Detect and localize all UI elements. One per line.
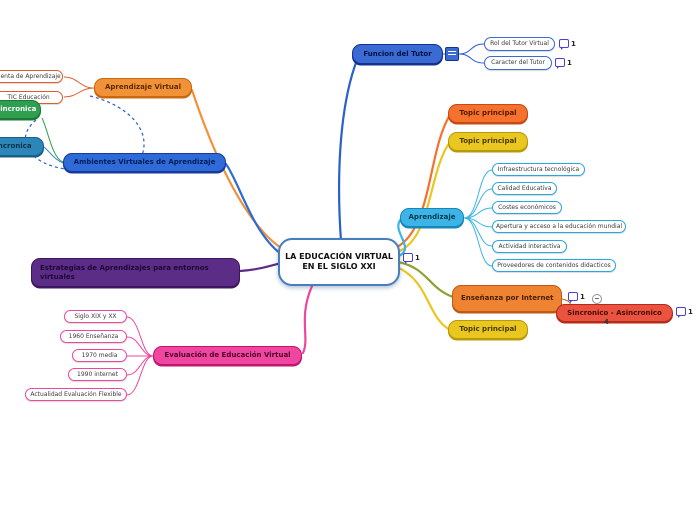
topic-asincronica[interactable]: Asincronica	[0, 100, 41, 119]
subtopic-apertura-acceso[interactable]: Apertura y acceso a la educación mundial	[492, 220, 626, 233]
topic-principal-3[interactable]: Topic principal	[448, 320, 528, 339]
subtopic-herramienta-aprendizaje[interactable]: Herramienta de Aprendizaje	[0, 70, 63, 83]
subtopic-rol-del-tutor[interactable]: Rol del Tutor Virtual	[484, 37, 555, 51]
comment-count: 1	[571, 39, 576, 48]
comment-count: 1	[567, 58, 572, 67]
topic-principal-2[interactable]: Topic principal	[448, 132, 528, 151]
branch-connectors	[190, 58, 455, 355]
topic-principal-1[interactable]: Topic principal	[448, 104, 528, 123]
comment-badge[interactable]: 1	[559, 39, 576, 50]
comment-count: 1	[580, 292, 585, 301]
comment-icon	[676, 307, 686, 318]
comment-icon	[559, 39, 569, 50]
comment-badge[interactable]: 1	[555, 58, 572, 69]
subtopic-actualidad-evaluacion[interactable]: Actualidad Evaluación Flexible	[25, 388, 127, 401]
topic-aprendizaje-virtual[interactable]: Aprendizaje Virtual	[94, 78, 192, 97]
notes-icon[interactable]	[445, 47, 459, 61]
collapse-icon[interactable]	[592, 294, 602, 304]
topic-sincronico-asincronico[interactable]: Sincronico - Asincronico	[556, 304, 673, 322]
comment-icon	[555, 58, 565, 69]
comment-icon	[403, 253, 413, 264]
subtopic-count: 4	[604, 318, 609, 326]
topic-ensenanza-por-internet[interactable]: Enseñanza por Internet	[452, 285, 562, 312]
subtopic-proveedores-contenidos[interactable]: Proveedores de contenidos didacticos	[492, 259, 616, 272]
subtopic-costes-economicos[interactable]: Costes económicos	[492, 201, 562, 214]
topic-sincronica[interactable]: Sincronica	[0, 137, 44, 156]
subtopic-1990-internet[interactable]: 1990 internet	[68, 368, 127, 381]
subtopic-siglo-xix-xx[interactable]: Siglo XIX y XX	[64, 310, 127, 323]
subtopic-infraestructura[interactable]: Infraestructura tecnológica	[492, 163, 585, 176]
comment-badge[interactable]: 1	[676, 307, 693, 318]
topic-ambientes-virtuales[interactable]: Ambientes Virtuales de Aprendizaje	[63, 153, 226, 172]
comment-count: 1	[415, 253, 420, 262]
topic-estrategias-aprendizajes[interactable]: Estrategias de Aprendizajes para entorno…	[31, 258, 240, 287]
comment-badge[interactable]: 1	[568, 292, 585, 303]
subtopic-1970-media[interactable]: 1970 media	[72, 349, 127, 362]
subtopic-1960-ensenanza[interactable]: 1960 Enseñanza	[60, 330, 127, 343]
comment-badge[interactable]: 1	[403, 253, 420, 264]
subtopic-actividad-interactiva[interactable]: Actividad interactiva	[492, 240, 567, 253]
comment-icon	[568, 292, 578, 303]
subtopic-calidad-educativa[interactable]: Calidad Educativa	[492, 182, 557, 195]
comment-count: 1	[688, 307, 693, 316]
subtopic-caracter-del-tutor[interactable]: Caracter del Tutor	[484, 56, 552, 70]
topic-evaluacion-educacion-virtual[interactable]: Evaluación de Educación Virtual	[153, 346, 302, 365]
topic-aprendizaje[interactable]: Aprendizaje	[400, 208, 464, 227]
topic-funcion-del-tutor[interactable]: Funcion del Tutor	[352, 44, 443, 64]
central-topic[interactable]: LA EDUCACIÓN VIRTUAL EN EL SIGLO XXI	[278, 238, 400, 286]
